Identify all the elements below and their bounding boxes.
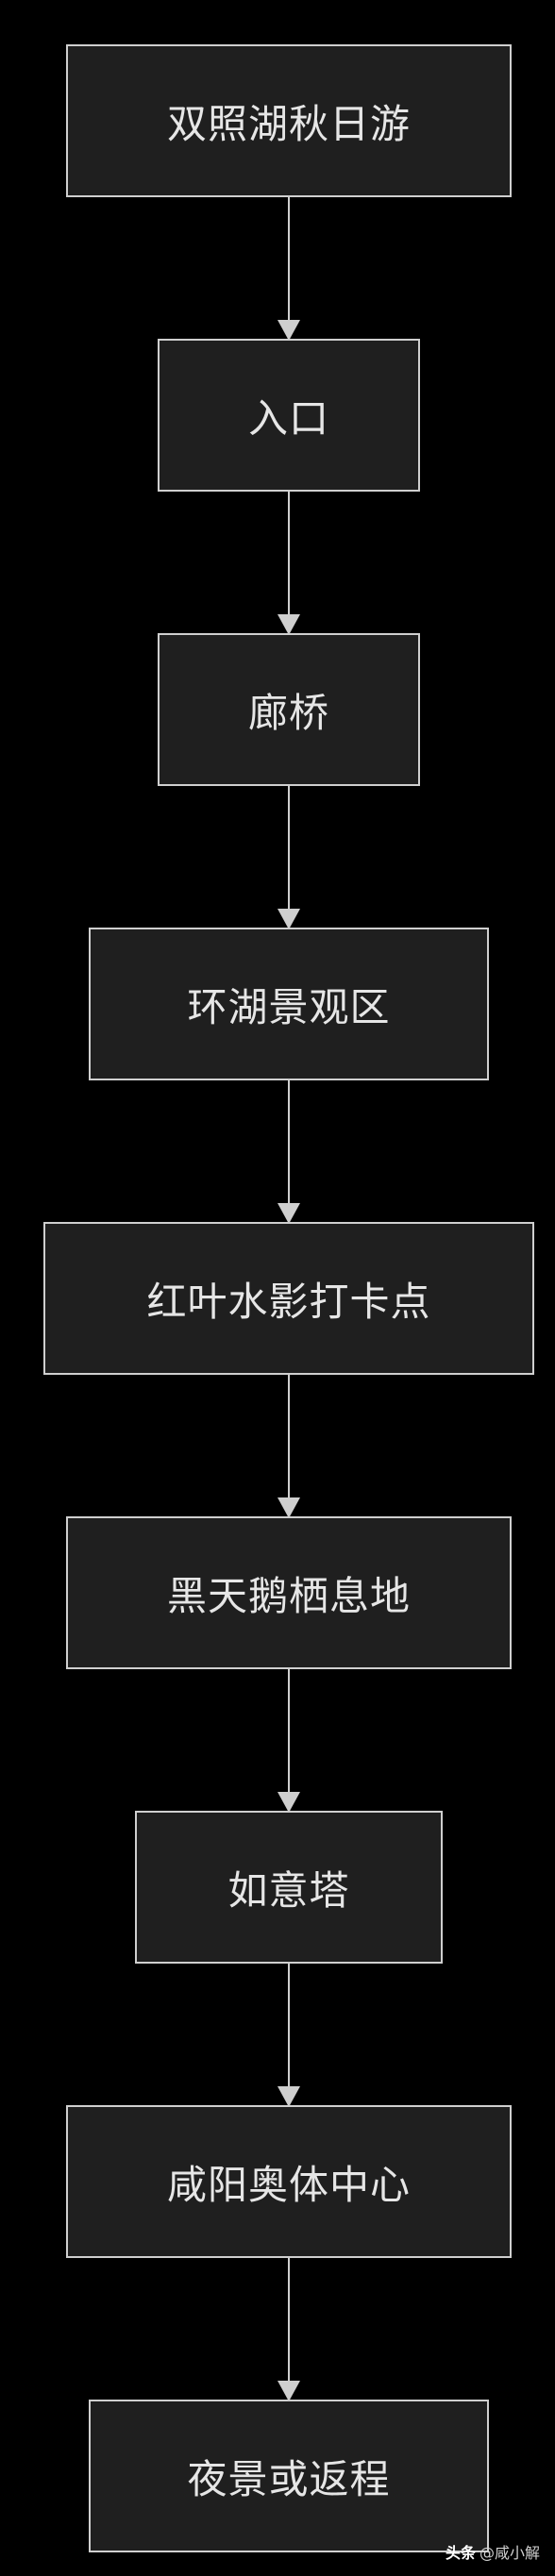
flow-node-black-swan-habitat: 黑天鹅栖息地 (66, 1516, 512, 1669)
flow-node-entrance: 入口 (158, 339, 420, 492)
flow-node-ruyi-tower: 如意塔 (135, 1811, 443, 1964)
flow-arrow (278, 1080, 300, 1224)
flow-node-sports-center: 咸阳奥体中心 (66, 2105, 512, 2258)
flow-arrow (278, 492, 300, 635)
watermark-brand: 头条 (445, 2544, 476, 2562)
flow-node-red-leaves-spot: 红叶水影打卡点 (43, 1222, 534, 1375)
watermark-author: @咸小解 (479, 2544, 540, 2562)
flow-arrow (278, 1964, 300, 2107)
flow-arrow (278, 1375, 300, 1518)
flow-node-corridor-bridge: 廊桥 (158, 633, 420, 786)
flow-arrow (278, 2258, 300, 2401)
flow-node-start: 双照湖秋日游 (66, 44, 512, 197)
flow-node-lakeside-scenic-area: 环湖景观区 (89, 928, 489, 1080)
flow-arrow (278, 786, 300, 929)
flow-arrow (278, 197, 300, 341)
flow-arrow (278, 1669, 300, 1813)
flow-node-night-or-return: 夜景或返程 (89, 2400, 489, 2552)
watermark: 头条 @咸小解 (446, 2540, 540, 2563)
